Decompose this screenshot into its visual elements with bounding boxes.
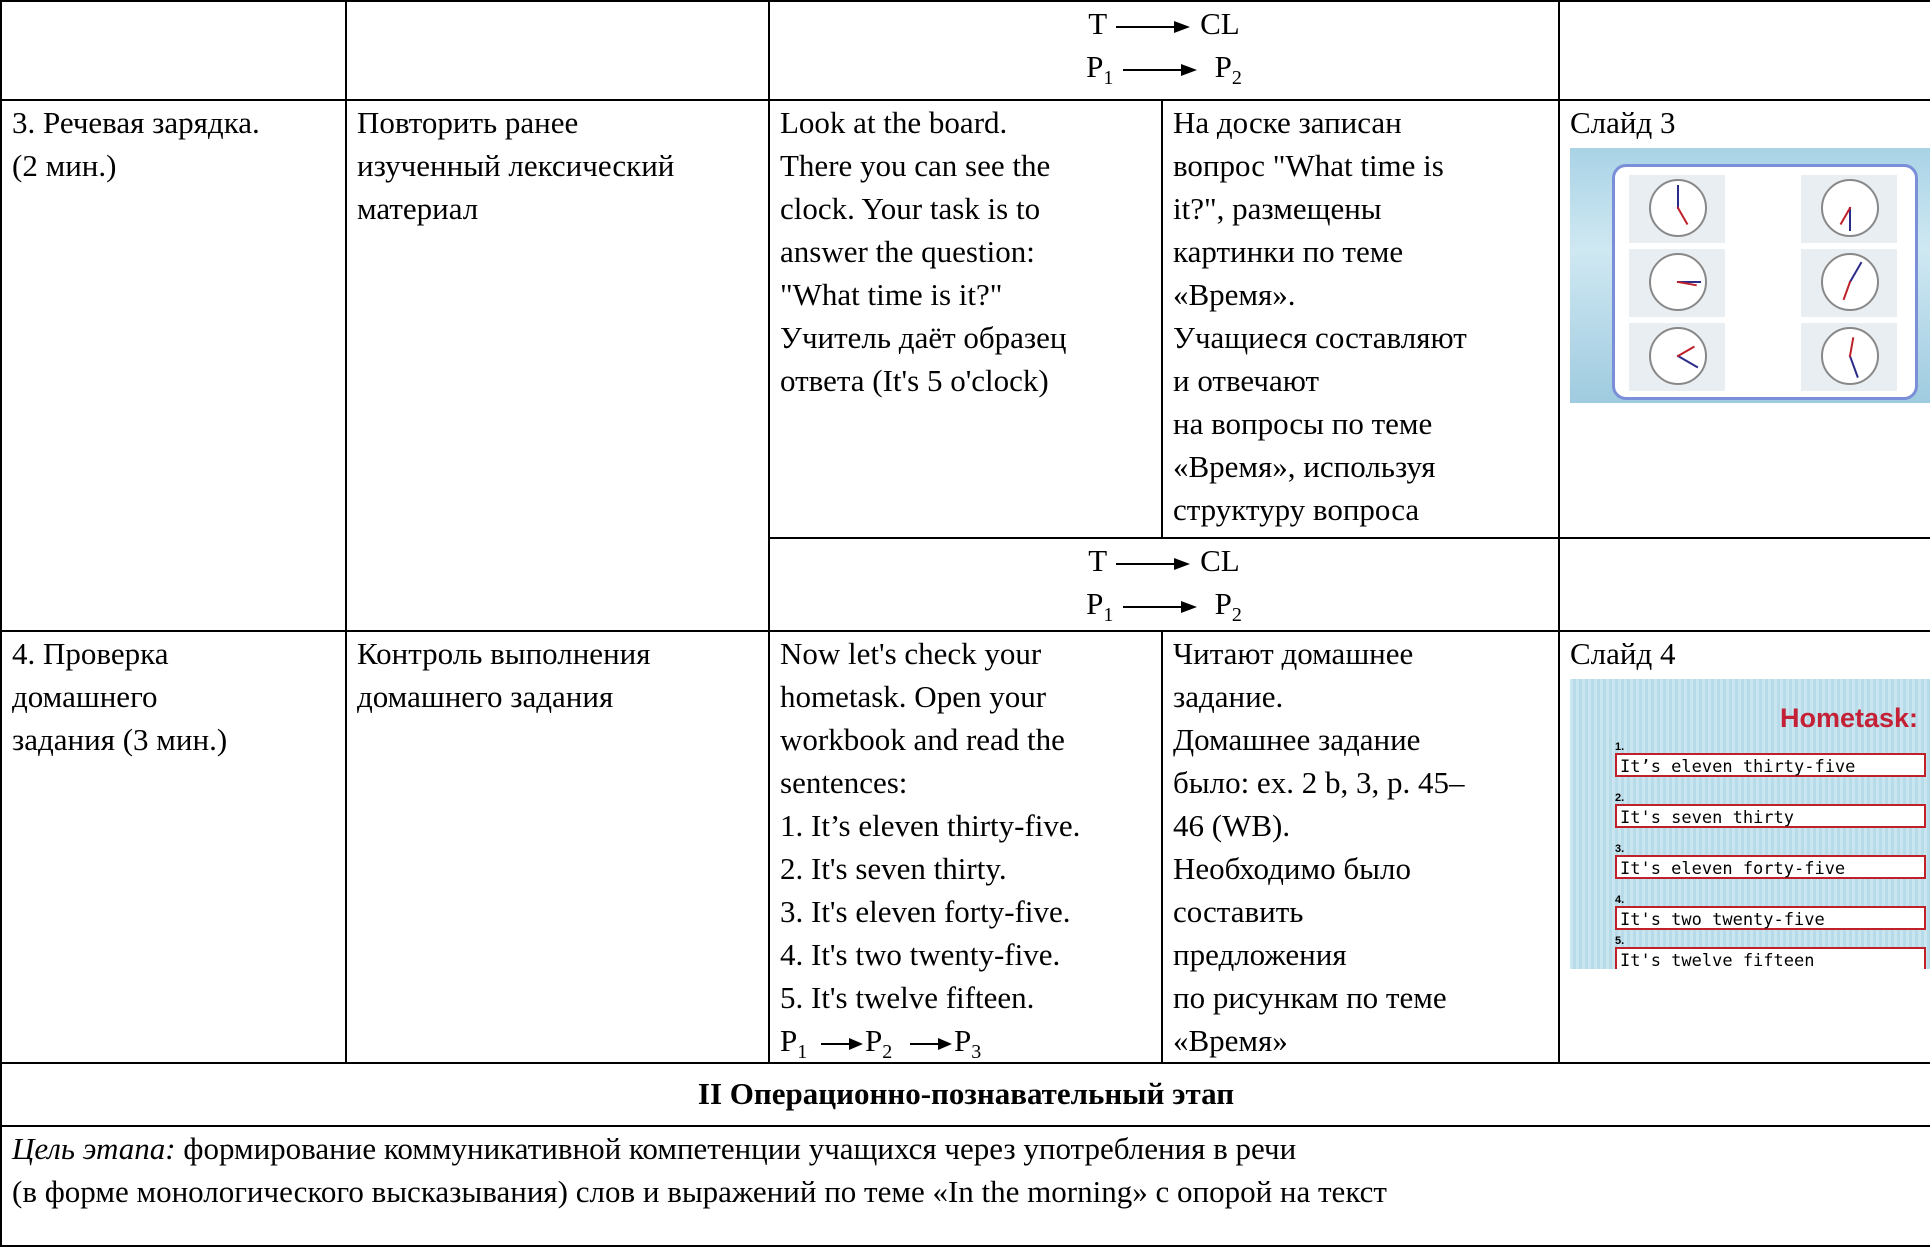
- hometask-item: 4.It's two twenty-five: [1615, 894, 1926, 930]
- flow-row-mid: T CL P1 P2: [1, 537, 1930, 632]
- arrow-right-icon: [1123, 63, 1198, 76]
- clock-icon: [1821, 253, 1879, 311]
- flow-row-top: T CL P1 P2: [0, 0, 1930, 101]
- clock-card: [1629, 249, 1725, 317]
- clock-card: [1801, 249, 1897, 317]
- clock-card: [1801, 175, 1897, 243]
- arrow-right-icon: [910, 1037, 952, 1050]
- arrow-right-icon: [1116, 557, 1191, 570]
- stage-name-cell: 3. Речевая зарядка.(2 мин.): [0, 99, 347, 632]
- clock-card: [1629, 323, 1725, 391]
- slide-3-clocks-image: [1570, 148, 1930, 403]
- clock-icon: [1649, 179, 1707, 237]
- slide-cell: Слайд 3: [1558, 99, 1930, 539]
- clock-card: [1801, 323, 1897, 391]
- slide-title: Hometask:: [1779, 703, 1918, 733]
- clock-card: [1629, 175, 1725, 243]
- hometask-item: 2.It's seven thirty: [1615, 792, 1926, 828]
- slide-panel: [1612, 164, 1918, 400]
- stage-heading: II Операционно-познавательный этап: [0, 1062, 1930, 1127]
- hometask-item: 1.It’s eleven thirty-five: [1615, 741, 1926, 777]
- stage-goal-text: Цель этапа: формирование коммуникативной…: [0, 1125, 1930, 1247]
- clock-icon: [1821, 179, 1879, 237]
- stage-row-3: 3. Речевая зарядка.(2 мин.) Повторить ра…: [0, 99, 1930, 632]
- arrow-right-icon: [821, 1037, 863, 1050]
- clock-icon: [1649, 327, 1707, 385]
- clock-icon: [1821, 327, 1879, 385]
- hometask-item: 5.It's twelve fifteen: [1615, 935, 1926, 969]
- interaction-scheme-top: T CL P1 P2: [768, 0, 1560, 101]
- clock-icon: [1649, 253, 1707, 311]
- hometask-item: 3.It's eleven forty-five: [1615, 843, 1926, 879]
- interaction-scheme-pairs: P1 P2 P3: [780, 1023, 982, 1064]
- interaction-scheme-mid: T CL P1 P2: [768, 537, 1560, 632]
- slide-4-hometask-image: Hometask: 1.It’s eleven thirty-five 2.It…: [1570, 679, 1930, 969]
- stage2-goal-row: Цель этапа: формирование коммуникативной…: [0, 1125, 1930, 1247]
- arrow-right-icon: [1123, 600, 1198, 613]
- slide-label: Слайд 3: [1570, 105, 1676, 140]
- arrow-right-icon: [1116, 20, 1191, 33]
- stage2-title-row: II Операционно-познавательный этап: [0, 1062, 1930, 1127]
- slide-label: Слайд 4: [1570, 636, 1676, 671]
- slide-cell: Слайд 4 Hometask: 1.It’s eleven thirty-f…: [1558, 630, 1930, 1064]
